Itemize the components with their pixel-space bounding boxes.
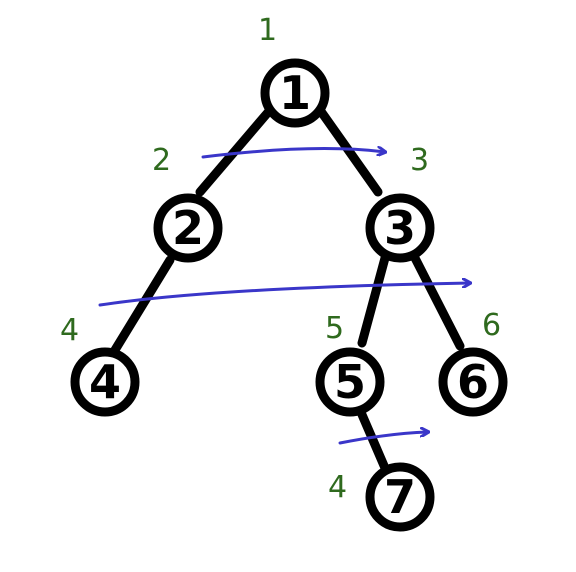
- node-label: 5: [334, 355, 366, 409]
- traversal-arrows: [98, 149, 470, 445]
- node-label: 2: [172, 201, 204, 255]
- order-label: 1: [258, 13, 277, 48]
- arrow-level-3: [338, 432, 428, 445]
- tree-node-2: 2: [153, 193, 223, 263]
- order-label: 4: [60, 313, 79, 348]
- edge-5-7: [355, 405, 390, 473]
- arrow-level-2: [98, 283, 470, 307]
- order-label: 3: [410, 143, 429, 178]
- node-label: 4: [89, 355, 121, 409]
- tree-node-3: 3: [365, 193, 435, 263]
- node-label: 7: [384, 470, 416, 524]
- tree-edges: [110, 105, 465, 473]
- order-label: 2: [152, 143, 171, 178]
- tree-node-6: 6: [438, 347, 508, 417]
- order-label: 4: [328, 470, 347, 505]
- edge-1-2: [195, 105, 275, 197]
- node-label: 1: [279, 66, 311, 120]
- arrow-level-1: [201, 149, 385, 159]
- edge-2-4: [110, 255, 175, 355]
- order-label: 5: [325, 311, 344, 346]
- edge-3-5: [357, 253, 390, 348]
- order-label: 6: [482, 308, 501, 343]
- tree-node-7: 7: [365, 462, 435, 532]
- order-labels: 1 2 3 4 5 6 4: [60, 13, 501, 505]
- node-label: 6: [457, 355, 489, 409]
- tree-node-4: 4: [70, 347, 140, 417]
- tree-node-5: 5: [315, 347, 385, 417]
- edge-3-6: [410, 253, 465, 351]
- node-label: 3: [384, 201, 416, 255]
- edge-1-3: [315, 105, 383, 197]
- tree-node-1: 1: [260, 58, 330, 128]
